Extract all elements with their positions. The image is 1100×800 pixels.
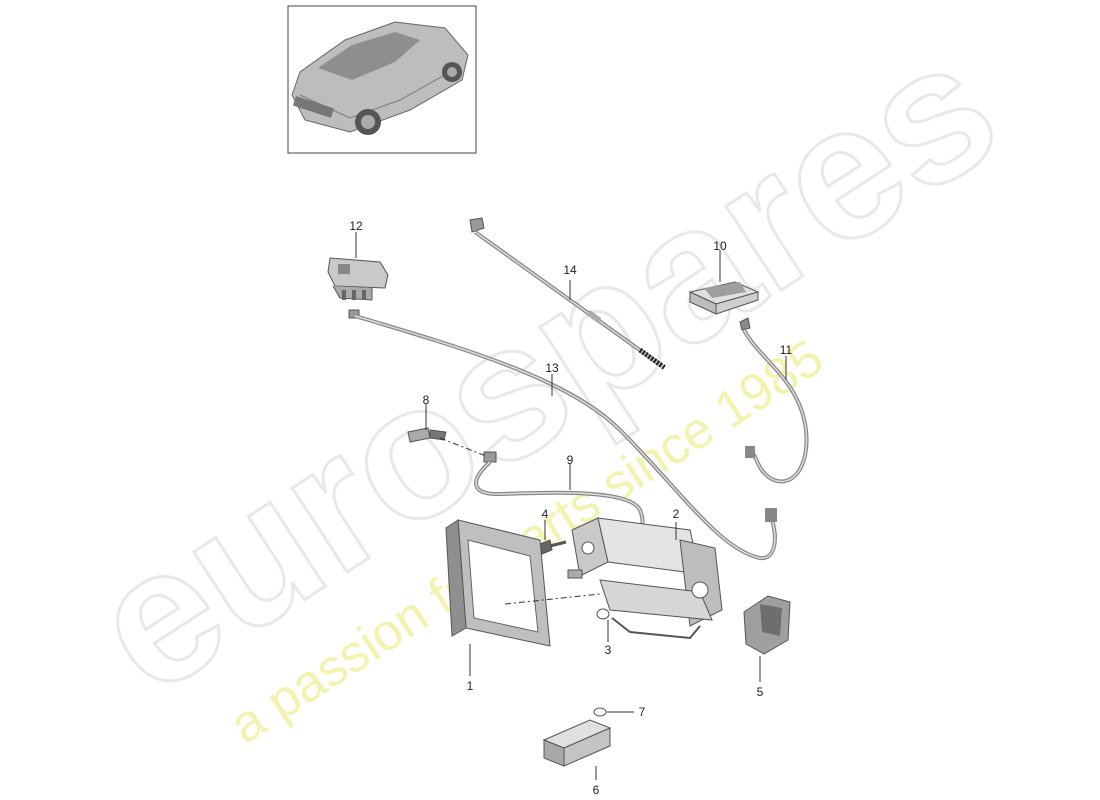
callout-4: 4 [542,507,549,521]
car-thumbnail [287,5,477,154]
callout-1: 1 [467,679,474,693]
car-illustration [291,21,469,135]
alignment-line-1 [504,593,601,605]
callout-11: 11 [780,343,793,357]
callout-3: 3 [605,643,612,657]
callout-7: 7 [639,705,646,719]
part-12-control-unit [327,257,389,301]
callout-12: 12 [349,219,363,233]
callout-2: 2 [673,507,680,521]
callout-9: 9 [567,453,574,467]
part-10-module [688,281,760,315]
callout-8: 8 [423,393,430,407]
callout-13: 13 [545,361,559,375]
callout-6: 6 [593,783,600,797]
alignment-line-8 [439,437,487,457]
callout-10: 10 [713,239,727,253]
part-1-frame [445,519,551,647]
part-14-antenna-rod [469,217,667,371]
part-13-cable [348,309,777,561]
part-3-clip [596,608,610,620]
part-8-connector [407,427,447,443]
part-4-screw [539,539,567,555]
part-7-washer [593,707,607,717]
callout-5: 5 [757,685,764,699]
part-11-cable [739,317,809,484]
part-5-switch [743,595,791,655]
callout-14: 14 [563,263,577,277]
part-6-module [542,719,612,767]
part-2-bracket [567,517,723,640]
